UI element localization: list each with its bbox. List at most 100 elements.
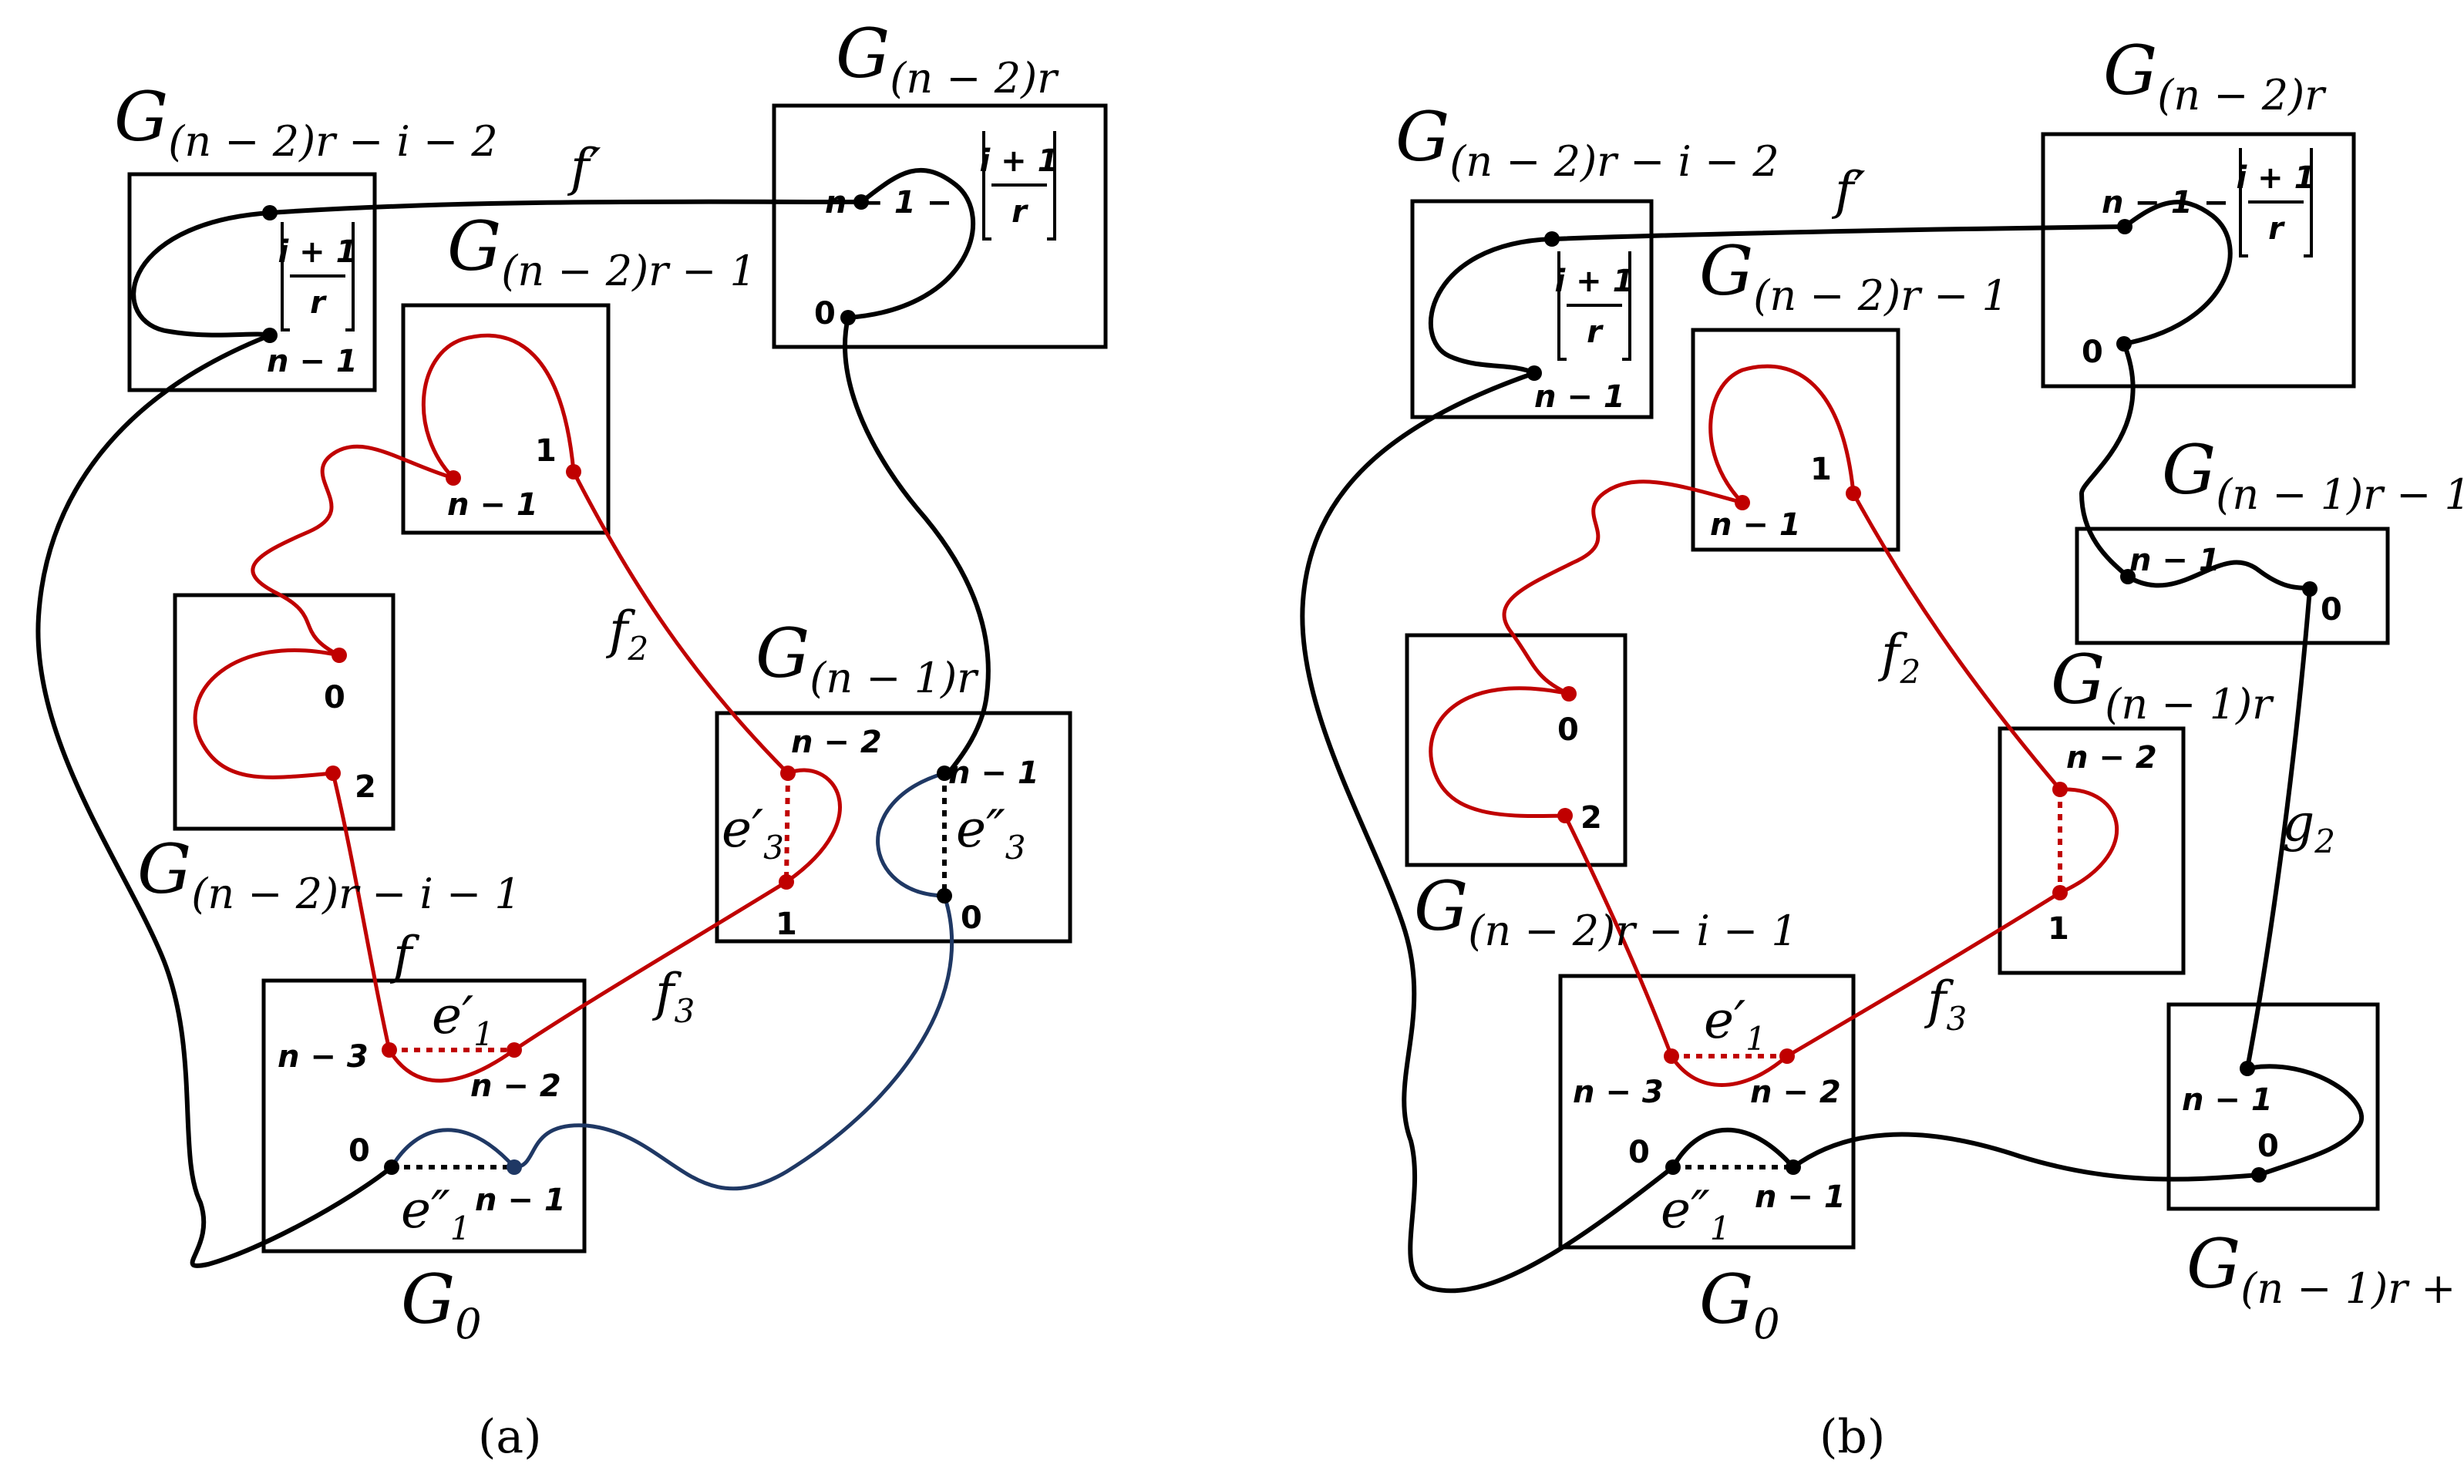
edge-a-e3-prime: [784, 772, 790, 883]
label-b-g-n2r-i1: G(n − 2)r − i − 1: [1414, 867, 1798, 955]
label-a-f3: f3: [651, 963, 695, 1030]
box-b-g-n2r-i2: [1410, 199, 1654, 419]
label-a-g-n1r: G(n − 1)r: [756, 614, 979, 702]
node-b-13: [1664, 1048, 1679, 1064]
curve-b-left-long: [1300, 371, 1675, 1294]
frac-a-num-1: i + 1: [278, 234, 358, 270]
panel-b: G(n − 2)r − i − 2 G(n − 2)r G(n − 2)r − …: [1300, 31, 2464, 1464]
label-b-f-prime: f′: [1831, 161, 1865, 220]
node-a-13: [382, 1042, 397, 1058]
label-b-g-n2r-1: G(n − 2)r − 1: [1699, 231, 2008, 320]
label-b-g-n1r-1: G(n − 1)r − 1: [2162, 430, 2464, 519]
wiggle-b-to-g-n2r-i1: [1502, 480, 1743, 696]
label-a-g-n2r-i2: G(n − 2)r − i − 2: [114, 77, 498, 166]
node-b-5: [1735, 495, 1750, 510]
label-b-e1-prime: e′1: [1704, 991, 1766, 1058]
vertex-a-5: 1: [535, 433, 557, 469]
loop-b-g-n1r-p1: [2247, 1064, 2364, 1177]
loop-a-g-n2r-i1: [193, 648, 340, 779]
node-b-2: [1527, 365, 1542, 381]
box-a-g-n2r-i2: [127, 172, 377, 392]
frac-b-den-1: r: [1587, 315, 1604, 350]
panel-label-b: (b): [1819, 1410, 1885, 1464]
label-b-g-n2r: G(n − 2)r: [2103, 31, 2327, 119]
vertex-b-6: n − 1: [2129, 543, 2220, 578]
loop-b-top-right: [2123, 200, 2233, 346]
node-a-10: [779, 874, 794, 890]
vertex-a-11: 0: [961, 900, 982, 936]
vertex-b-9: 2: [1580, 800, 1602, 836]
vertex-a-15: n − 1: [475, 1183, 566, 1218]
label-a-e3-dprime: e″3: [956, 799, 1025, 867]
box-b-g-n1r: [1998, 726, 2186, 975]
label-a-f: f: [389, 926, 420, 985]
loop-a-top-right: [847, 167, 975, 320]
vertex-b-14: 0: [1628, 1135, 1650, 1170]
vertex-b-15: n − 1: [1755, 1179, 1846, 1215]
wiggle-b-g-n1r-1: [2126, 560, 2311, 591]
curve-b-to-g-n1r-1: [2079, 342, 2136, 579]
box-a-g-n2r: [772, 103, 1108, 349]
node-a-7: [332, 648, 347, 663]
label-a-f-prime: f′: [567, 138, 601, 197]
label-b-f2: f2: [1877, 624, 1920, 691]
node-b-14: [1779, 1048, 1795, 1064]
label-b-g0: G0: [1699, 1260, 1780, 1348]
node-b-3: [2117, 219, 2132, 234]
box-b-g0: [1558, 974, 1856, 1250]
node-a-14: [507, 1042, 522, 1058]
node-b-1: [1544, 231, 1560, 247]
curve-b-g0-right: [1792, 1132, 2260, 1182]
node-b-10: [1557, 808, 1573, 823]
frac-a-den-1: r: [310, 285, 327, 321]
node-b-8: [2302, 581, 2318, 597]
frac-a-num-2: i + 1: [980, 143, 1059, 179]
node-a-16: [507, 1159, 522, 1175]
edge-b-f2: [1851, 492, 2062, 791]
bump-b-g0: [1671, 1127, 1796, 1169]
vertex-b-5: 1: [1810, 452, 1832, 487]
node-b-6: [1846, 486, 1861, 501]
vertex-b-12: n − 3: [1573, 1075, 1664, 1110]
node-b-12: [2052, 885, 2068, 900]
frac-a-den-2: r: [1012, 194, 1028, 230]
label-b-g-n1r: G(n − 1)r: [2051, 640, 2274, 729]
node-b-15: [1665, 1159, 1681, 1175]
edge-b-f3: [1786, 890, 2062, 1058]
node-a-1: [262, 205, 278, 220]
node-b-16: [1786, 1159, 1801, 1175]
wiggle-a-to-g-n2r-i1: [251, 444, 454, 658]
loop-b-g-n2r-i1: [1429, 686, 1570, 819]
label-a-f2: f2: [605, 601, 648, 668]
label-a-e1-dprime: e″1: [401, 1180, 470, 1247]
box-b-g-n1r-1: [2075, 527, 2390, 645]
vertex-b-16: n − 1: [2182, 1082, 2273, 1118]
vertex-a-2: n − 1 −: [825, 185, 952, 220]
box-b-g-n2r-1: [1691, 328, 1900, 552]
loop-b-g-n2r-1: [1708, 364, 1856, 504]
panel-label-a: (a): [478, 1410, 542, 1464]
box-a-g-n2r-1: [401, 303, 611, 535]
node-b-9: [1561, 686, 1577, 702]
edge-a-f-prime: [269, 199, 862, 215]
vertex-b-4: n − 1: [1710, 507, 1801, 543]
node-a-15: [384, 1159, 399, 1175]
loop-b-g-n1r-red: [2058, 787, 2119, 895]
node-a-2: [262, 328, 278, 343]
vertex-a-10: n − 1: [948, 755, 1039, 791]
node-b-7: [2120, 569, 2136, 584]
vertex-b-3: 0: [2082, 335, 2103, 370]
vertex-b-8: 0: [1557, 712, 1579, 748]
node-a-8: [325, 766, 341, 781]
node-a-12: [937, 888, 952, 904]
frac-b-den-2: r: [2268, 211, 2285, 247]
bump-a-g0-navy: [389, 1128, 516, 1169]
label-a-e1-prime: e′1: [432, 986, 494, 1053]
vertex-a-3: 0: [814, 296, 836, 331]
node-b-4: [2116, 336, 2132, 352]
loop-a-g-n1r-navy: [876, 771, 945, 898]
vertex-a-4: n − 1: [447, 487, 538, 523]
node-a-3: [853, 194, 869, 210]
loop-a-g-n1r-red: [785, 768, 842, 884]
vertex-a-8: n − 2: [791, 725, 882, 760]
